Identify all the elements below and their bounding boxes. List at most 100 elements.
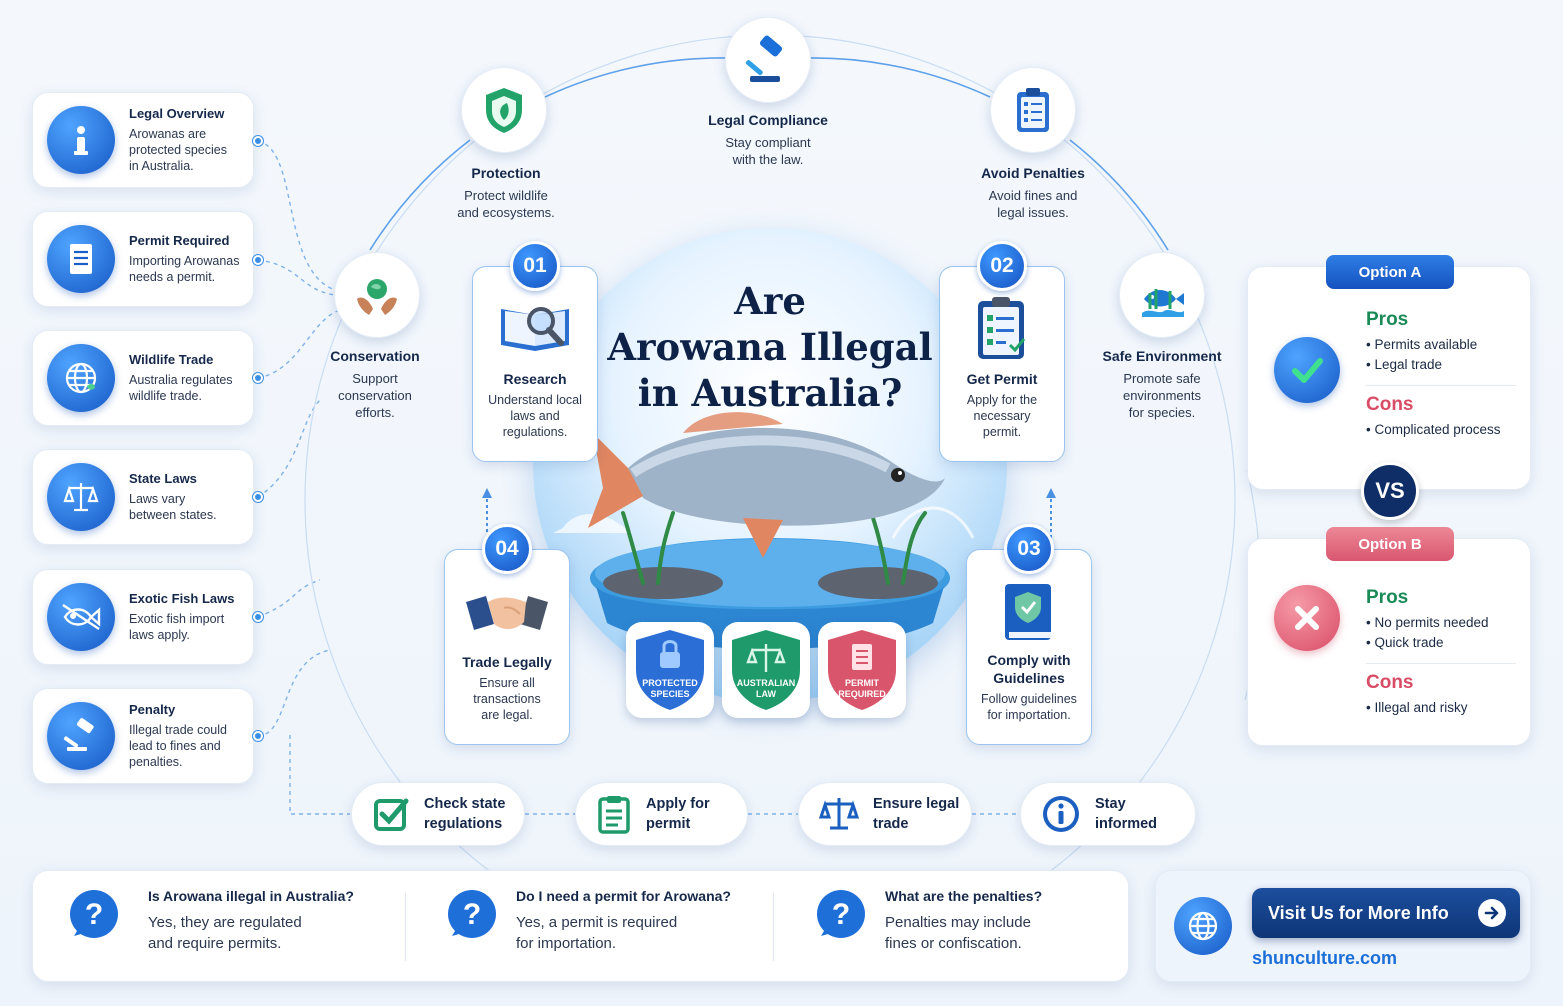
step-title: Get Permit (966, 371, 1038, 387)
shield-leaf-icon (486, 88, 522, 133)
left-card-title: Wildlife Trade (129, 352, 214, 367)
clipboard-icon (1017, 88, 1049, 132)
document-icon (47, 225, 115, 293)
cross-icon (1274, 585, 1340, 651)
left-card-title: Permit Required (129, 233, 230, 248)
question-bubble-icon: ? (448, 890, 496, 938)
question-bubble-icon: ? (817, 890, 865, 938)
check-icon (1274, 337, 1340, 403)
option-a-pros: • Permits available• Legal trade (1366, 337, 1478, 372)
option-b-pros: • No permits needed• Quick trade (1366, 615, 1489, 650)
scales-icon (47, 463, 115, 531)
option-a-pros-label: Pros (1366, 309, 1409, 330)
gavel-icon (745, 35, 783, 82)
option-a-cons-label: Cons (1366, 394, 1414, 415)
option-a-cons: • Complicated process (1366, 422, 1501, 437)
conservation-circle (334, 252, 420, 338)
option-b-cons-label: Cons (1366, 672, 1414, 693)
left-card-title: Exotic Fish Laws (129, 591, 235, 606)
avoid-penalties-title: Avoid Penalties (981, 165, 1085, 181)
faq-panel (32, 870, 1129, 982)
faq-item: ? What are the penalties? Penalties may … (813, 888, 1042, 954)
safe-environment-title: Safe Environment (1102, 348, 1222, 364)
visit-button-label: Visit Us for More Info (1268, 902, 1449, 923)
option-b-cons: • Illegal and risky (1366, 700, 1468, 715)
info-icon (47, 106, 115, 174)
step-number: 01 (510, 241, 560, 291)
protection-title: Protection (471, 165, 541, 181)
page-title: Are Arowana Illegal in Australia? (607, 279, 933, 415)
option-a-tab: Option A (1326, 255, 1454, 289)
svg-text:?: ? (832, 898, 850, 931)
left-card-title: Legal Overview (129, 106, 225, 121)
left-card-title: Penalty (129, 702, 176, 717)
safe-environment-circle (1119, 252, 1205, 338)
hands-earth-icon (357, 279, 397, 315)
cta-panel: Visit Us for More Info shunculture.com (1155, 870, 1531, 982)
visit-button[interactable]: Visit Us for More Info (1252, 888, 1520, 938)
handshake-icon (466, 596, 548, 630)
scales-icon (819, 798, 859, 830)
step-number: 03 (1004, 524, 1054, 574)
question-bubble-icon: ? (70, 890, 118, 938)
step-title: Research (503, 371, 567, 387)
step-number: 02 (977, 241, 1027, 291)
option-b-card: Option B Pros • No permits needed• Quick… (1247, 527, 1531, 746)
website-link[interactable]: shunculture.com (1252, 948, 1398, 968)
legal-compliance-title: Legal Compliance (708, 112, 828, 128)
legal-compliance-circle (725, 17, 811, 103)
conservation-title: Conservation (330, 348, 420, 364)
globe-icon (1174, 897, 1232, 955)
guidebook-shield-icon (1005, 584, 1051, 640)
info-icon (1043, 796, 1079, 832)
central-scene: Are Arowana Illegal in Australia? (533, 228, 1007, 702)
step-title: Trade Legally (462, 654, 552, 670)
option-a-card: Option A Pros • Permits available• Legal… (1247, 255, 1531, 490)
protection-circle (461, 67, 547, 153)
arrow-right-icon (1478, 899, 1506, 927)
fish-icon (47, 583, 115, 651)
faq-question: What are the penalties? (885, 888, 1043, 904)
faq-question: Do I need a permit for Arowana? (516, 888, 731, 904)
checkbox-icon (374, 798, 409, 831)
faq-question: Is Arowana illegal in Australia? (148, 888, 354, 904)
svg-text:?: ? (85, 898, 103, 931)
gavel-icon (47, 702, 115, 770)
aquatic-plant-icon (1142, 289, 1184, 317)
avoid-penalties-circle (990, 67, 1076, 153)
